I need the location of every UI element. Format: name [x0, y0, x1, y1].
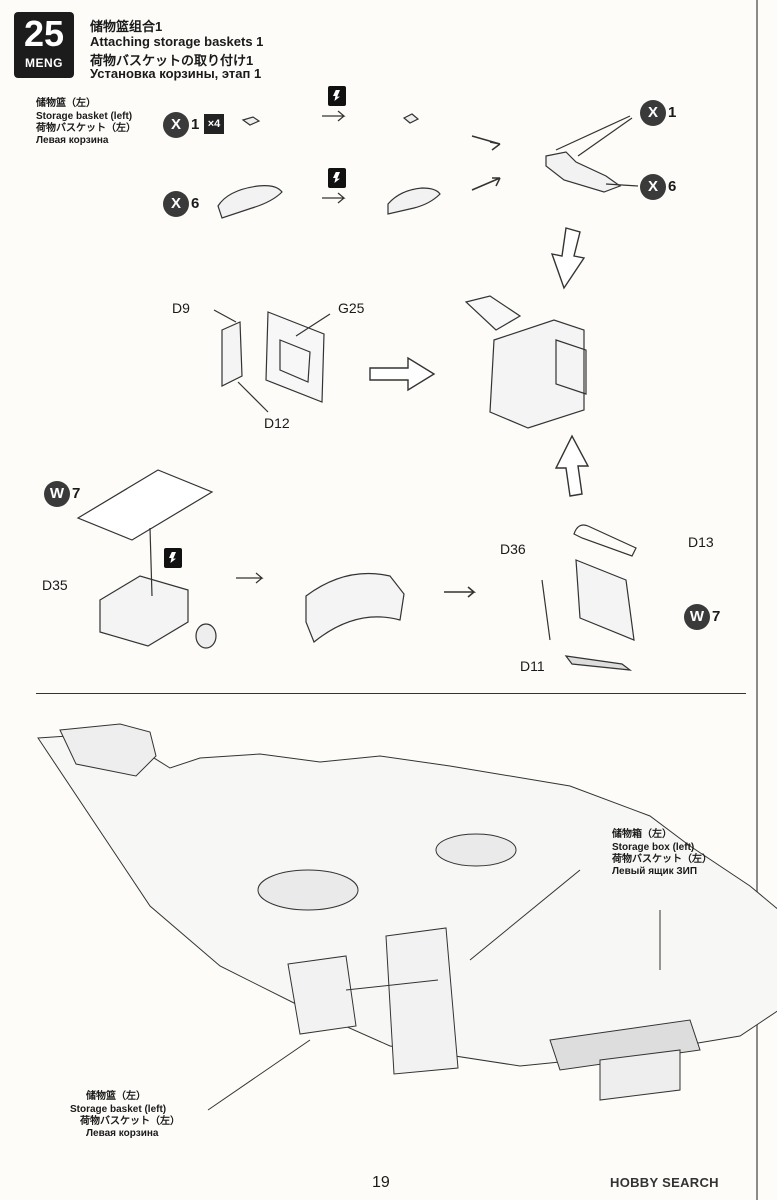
paint-w-count: 7: [72, 485, 81, 502]
part-label-d11: D11: [520, 658, 545, 674]
photoetch-x-count: 1: [191, 116, 200, 133]
part-label-d35: D35: [42, 577, 68, 593]
glue-icon: [328, 86, 346, 106]
part-label-d13: D13: [688, 534, 714, 550]
tank-label-basket-en: Storage basket (left): [70, 1104, 167, 1115]
glue-icon: [328, 168, 346, 188]
photoetch-x-count: 6: [668, 178, 677, 195]
part-label-g25: G25: [338, 300, 365, 316]
photoetch-x-badge: X: [640, 100, 666, 126]
tank-label-basket-ru: Левая корзина: [86, 1128, 159, 1139]
part-label-d36: D36: [500, 541, 526, 557]
photoetch-x-count: 6: [191, 195, 200, 212]
subassembly-label-cn: 储物篮（左）: [36, 98, 96, 109]
tank-label-box-cn: 储物箱（左）: [612, 829, 672, 840]
page-number: 19: [372, 1174, 390, 1191]
watermark: HOBBY SEARCH: [610, 1175, 719, 1190]
page-edge-shadow: [756, 0, 758, 1200]
part-label-d9: D9: [172, 300, 190, 316]
photoetch-x-badge: X: [640, 174, 666, 200]
tank-label-box-en: Storage box (left): [612, 842, 695, 853]
paint-w-count: 7: [712, 608, 721, 625]
quantity-badge: ×4: [204, 114, 224, 134]
glue-icon: [164, 548, 182, 568]
paint-w-badge: W: [684, 604, 710, 630]
tank-label-basket-cn: 储物篮（左）: [86, 1091, 146, 1102]
title-jp: 荷物バスケットの取り付け1: [90, 53, 254, 68]
subassembly-label-jp: 荷物バスケット（左）: [36, 123, 136, 134]
section-divider: [36, 693, 746, 694]
tank-label-basket-jp: 荷物バスケット（左）: [80, 1116, 180, 1127]
photoetch-x-count: 1: [668, 104, 677, 121]
part-label-d12: D12: [264, 415, 290, 431]
tank-label-box-jp: 荷物バスケット（左）: [612, 854, 712, 865]
title-en: Attaching storage baskets 1: [90, 34, 264, 49]
photoetch-x-badge: X: [163, 112, 189, 138]
tank-label-box-ru: Левый ящик ЗИП: [612, 866, 698, 877]
title-cn: 储物篮组合1: [90, 19, 163, 34]
photoetch-x-badge: X: [163, 191, 189, 217]
step-badge: [14, 12, 74, 78]
brand-logo: MENG: [25, 56, 63, 70]
step-number: 25: [23, 13, 65, 54]
subassembly-label-ru: Левая корзина: [36, 135, 109, 146]
title-ru: Установка корзины, этап 1: [90, 66, 262, 81]
paint-w-badge: W: [44, 481, 70, 507]
subassembly-label-en: Storage basket (left): [36, 111, 133, 122]
